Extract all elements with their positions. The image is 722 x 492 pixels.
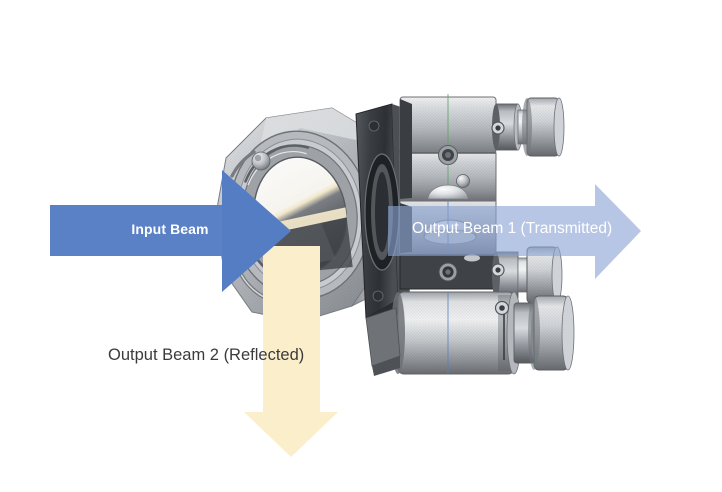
output-beam-1-label: Output Beam 1 (Transmitted): [412, 220, 613, 237]
input-beam-label: Input Beam: [131, 221, 209, 237]
input-beam-head-shade: [222, 170, 291, 292]
secondary-micrometer-actuator: [491, 246, 563, 304]
lower-micrometer-actuator: [391, 291, 575, 375]
upper-micrometer-actuator: [491, 97, 565, 157]
transmitted-beam-shape: [388, 184, 641, 279]
socket-screw-upper: [438, 145, 458, 165]
upper-adjuster-block: [399, 94, 497, 205]
output-beam-2-label: Output Beam 2 (Reflected): [108, 346, 305, 364]
socket-screw-lower: [438, 262, 458, 282]
input-beam-shape: [50, 170, 291, 292]
reflected-beam-shape: [244, 246, 338, 457]
lower-bracket-edge: [372, 356, 400, 376]
